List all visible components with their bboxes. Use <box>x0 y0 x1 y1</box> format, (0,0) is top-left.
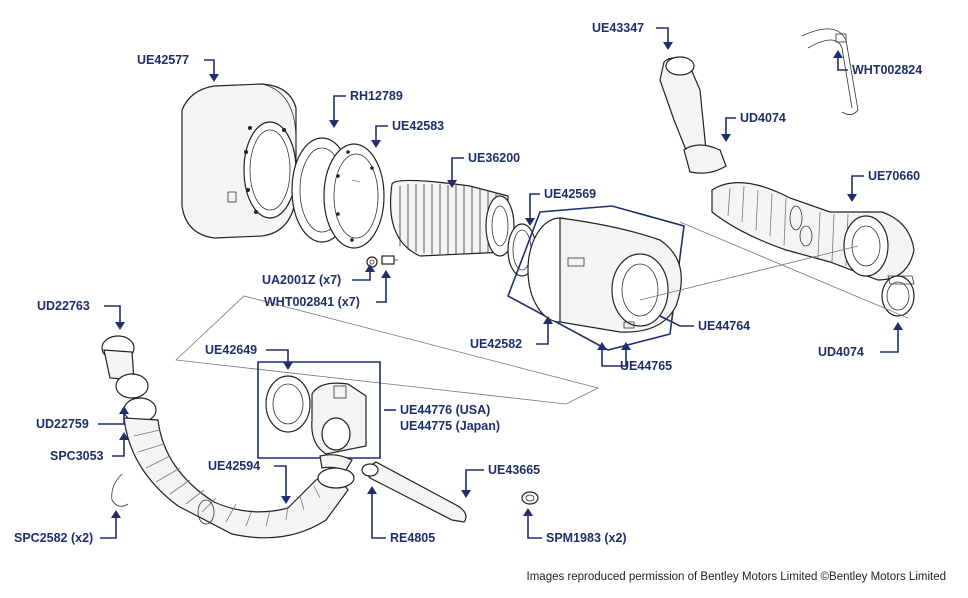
label-ue42583: UE42583 <box>392 119 444 133</box>
filter-element-drawing <box>389 179 515 257</box>
hose-clip-drawing <box>881 275 915 317</box>
label-ue42582: UE42582 <box>470 337 522 351</box>
label-spm1983: SPM1983 (x2) <box>546 531 627 545</box>
clip-drawing <box>801 28 859 115</box>
copyright-credit: Images reproduced permission of Bentley … <box>527 571 946 583</box>
adaptor-group-drawing <box>257 361 381 471</box>
label-ue36200: UE36200 <box>468 151 520 165</box>
label-re4805: RE4805 <box>390 531 435 545</box>
label-ue42577: UE42577 <box>137 53 189 67</box>
label-spc3053: SPC3053 <box>50 449 104 463</box>
label-ue43347: UE43347 <box>592 21 644 35</box>
flex-hose-left-drawing <box>101 335 355 539</box>
label-ue44776: UE44776 (USA) <box>400 403 490 417</box>
air-cleaner-box-drawing <box>181 83 297 239</box>
label-ue44775: UE44775 (Japan) <box>400 419 500 433</box>
label-ud22763: UD22763 <box>37 299 90 313</box>
breather-pipe-drawing <box>361 461 539 523</box>
intake-tube-drawing <box>659 56 727 174</box>
label-ud4074-bottom: UD4074 <box>818 345 864 359</box>
label-wht002841: WHT002841 (x7) <box>264 295 360 309</box>
label-ue42594: UE42594 <box>208 459 260 473</box>
label-ud4074-top: UD4074 <box>740 111 786 125</box>
label-ue44764: UE44764 <box>698 319 750 333</box>
flex-hose-right-drawing <box>711 182 915 281</box>
label-ue42569: UE42569 <box>544 187 596 201</box>
bolt-washer-drawing <box>366 255 398 268</box>
connector-lines <box>175 179 909 405</box>
label-ud22759: UD22759 <box>36 417 89 431</box>
label-ue70660: UE70660 <box>868 169 920 183</box>
housing-assembly-drawing <box>507 205 685 351</box>
leader-lines <box>98 27 903 539</box>
label-rh12789: RH12789 <box>350 89 403 103</box>
label-ue43665: UE43665 <box>488 463 540 477</box>
label-ue42649: UE42649 <box>205 343 257 357</box>
label-ua2001z: UA2001Z (x7) <box>262 273 341 287</box>
adaptor-plate-drawing <box>323 143 385 249</box>
label-spc2582: SPC2582 (x2) <box>14 531 93 545</box>
label-ue44765: UE44765 <box>620 359 672 373</box>
label-wht002824: WHT002824 <box>852 63 922 77</box>
